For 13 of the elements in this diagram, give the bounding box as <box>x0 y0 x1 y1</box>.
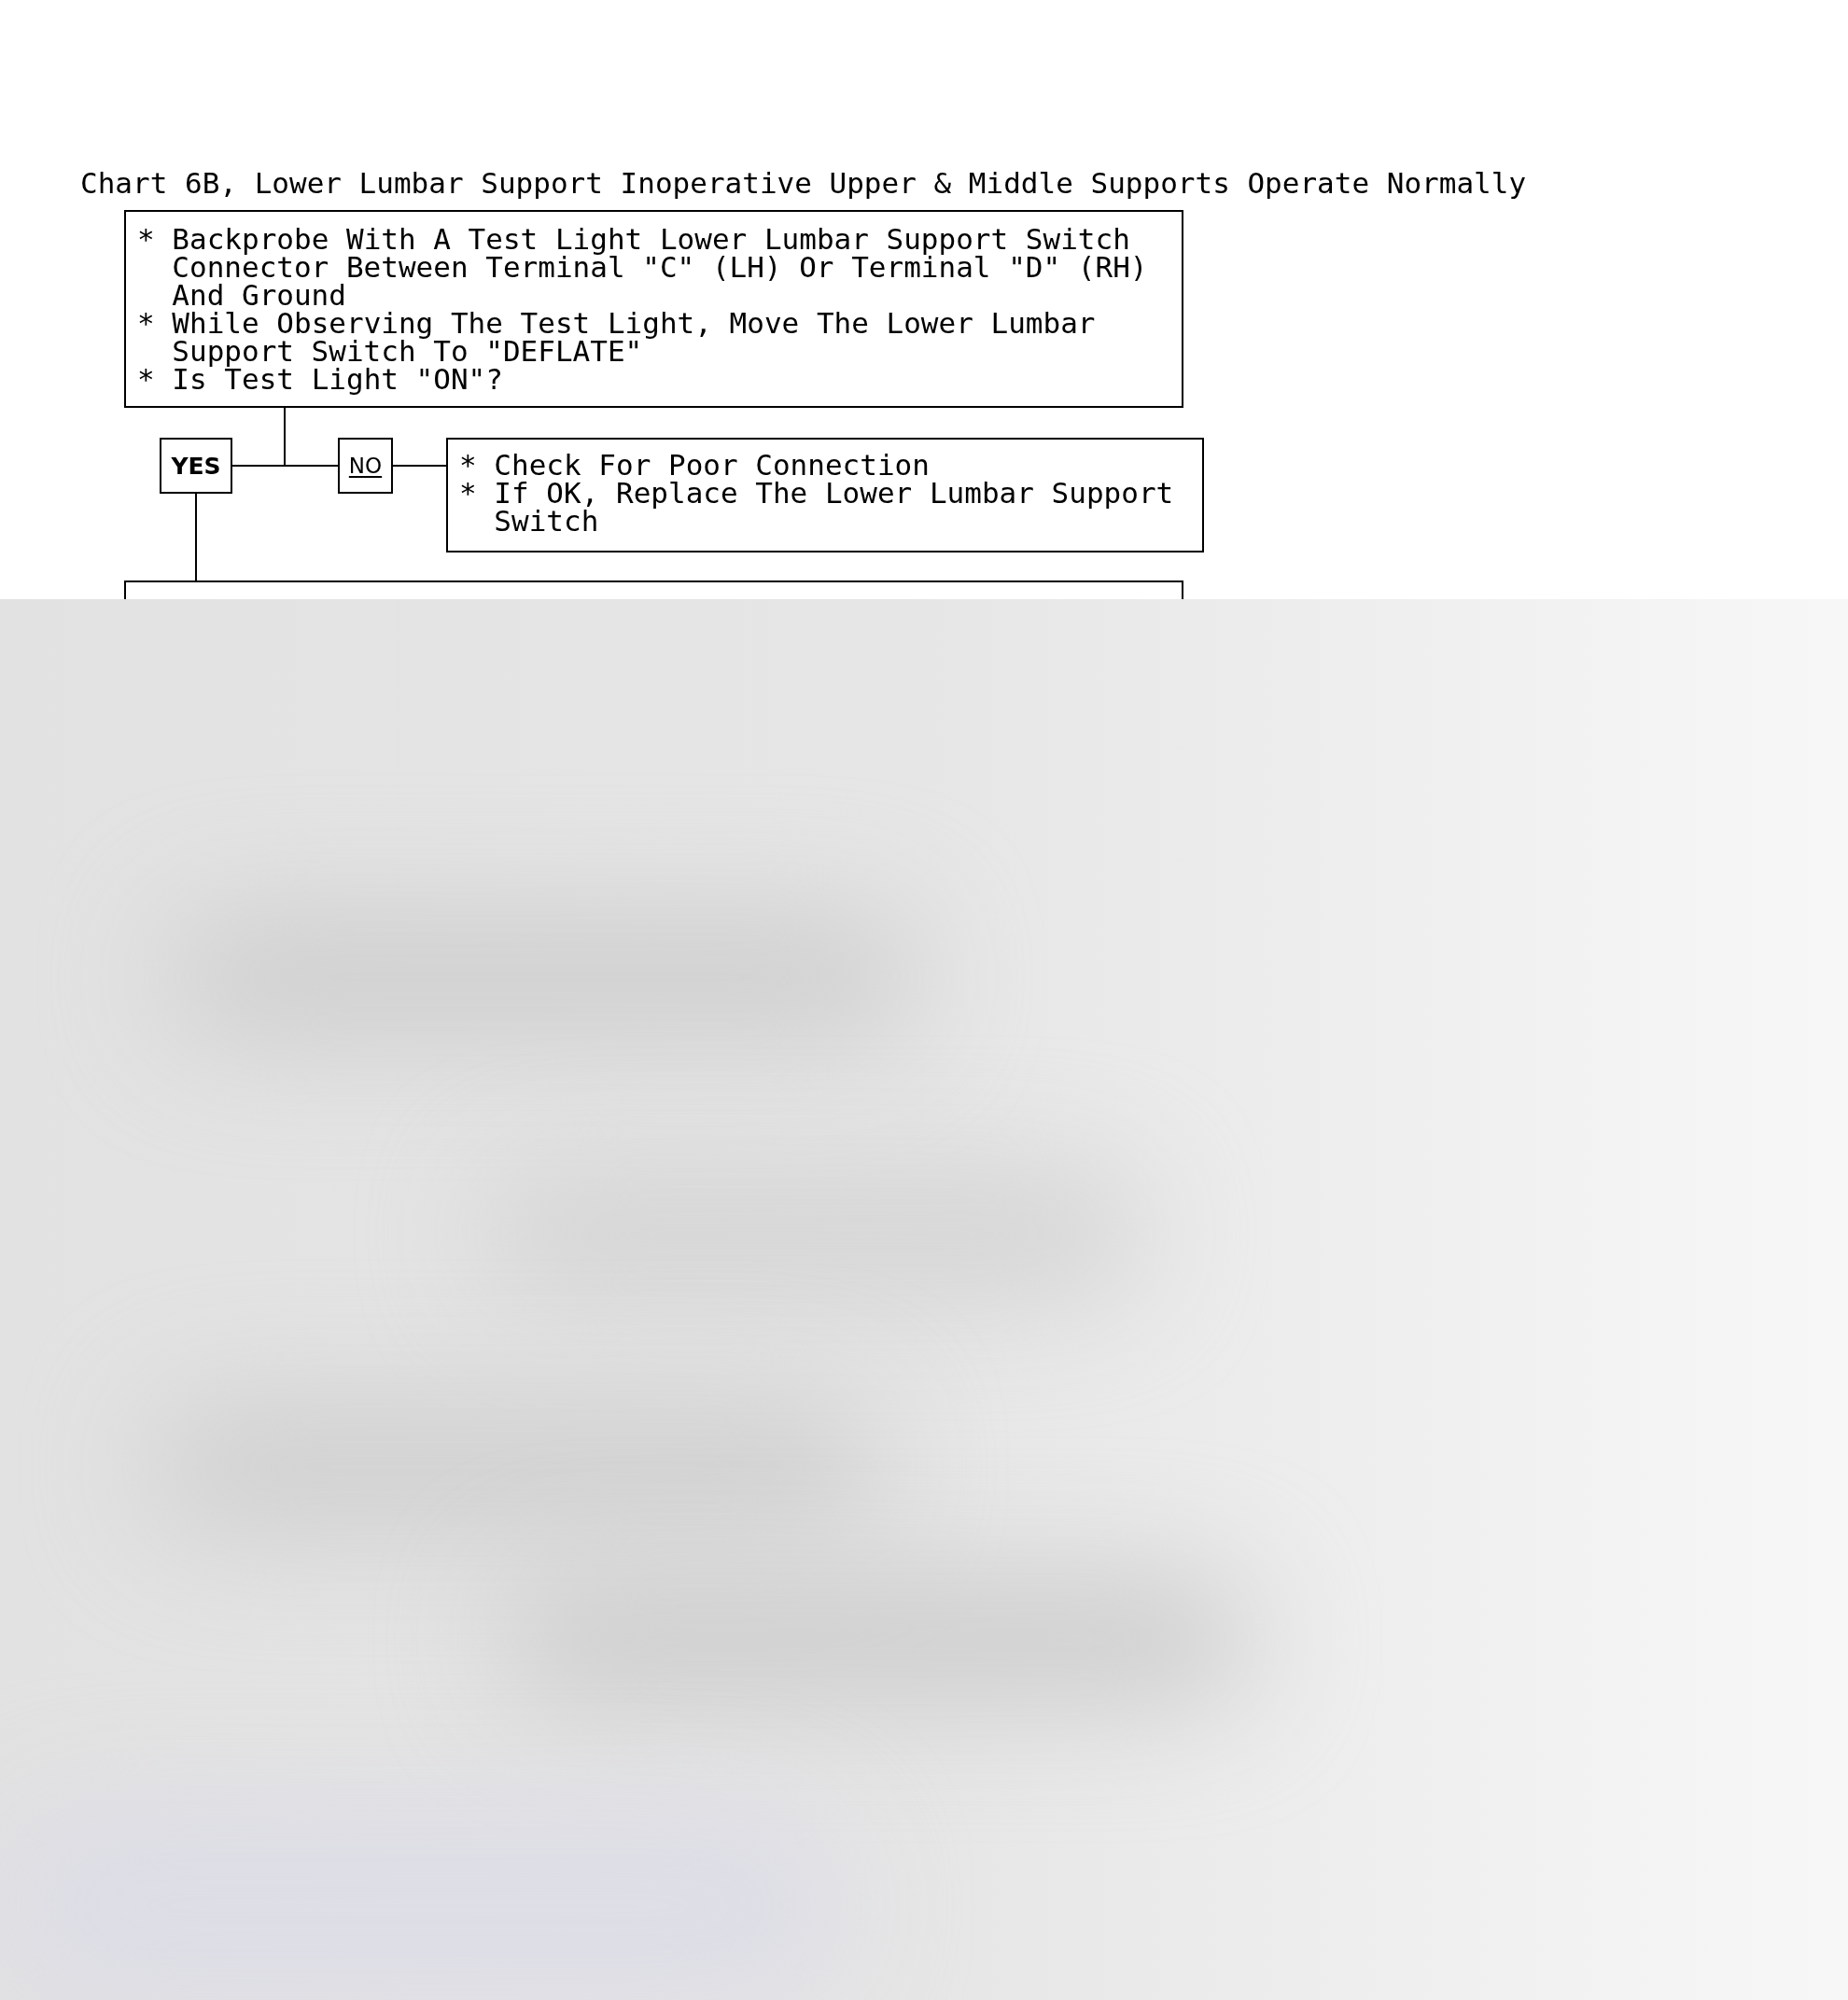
partial-step-box <box>124 580 1183 599</box>
instruction-text: * Backprobe With A Test Light Lower Lumbar Support Switch Connector Between Terminal "C" (LH) Or Terminal "D" (RH) And Ground <box>137 225 1149 309</box>
connector-line <box>195 493 197 581</box>
connector-line <box>284 407 339 467</box>
instruction-text: * If OK, Replace The Lower Lumbar Support Switch <box>459 479 1175 535</box>
connector-line <box>392 465 447 467</box>
no-answer-box: NO <box>338 438 393 494</box>
instruction-text: * Check For Poor Connection <box>459 451 931 479</box>
chart-title: Chart 6B, Lower Lumbar Support Inoperative Upper & Middle Supports Operate Normally <box>80 168 1527 198</box>
action-box <box>446 438 1204 552</box>
yes-answer-box: YES <box>160 438 232 494</box>
step-box <box>124 210 1183 408</box>
instruction-text: * While Observing The Test Light, Move The Lower Lumbar Support Switch To "DEFLATE" <box>137 309 1097 365</box>
